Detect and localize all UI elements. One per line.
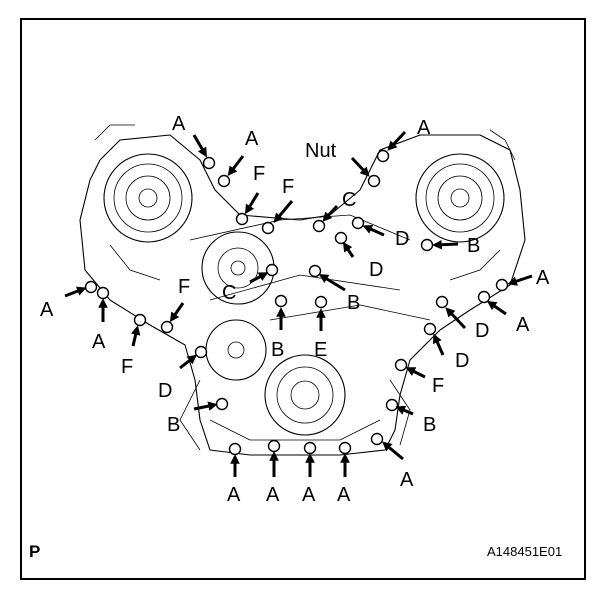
figure-code: A148451E01 — [487, 544, 562, 559]
bolt — [96, 286, 110, 300]
label-d: D — [158, 380, 172, 402]
arrow — [244, 192, 260, 215]
arrow — [64, 286, 87, 298]
bolt — [351, 216, 365, 230]
arrow — [432, 333, 445, 356]
label-a: A — [516, 314, 530, 336]
label-f: F — [178, 276, 190, 298]
arrow — [342, 241, 355, 258]
label-a: A — [400, 469, 414, 491]
bolt — [217, 174, 231, 188]
bolt — [334, 231, 348, 245]
bolt — [367, 174, 381, 188]
bolt — [235, 212, 249, 226]
arrow — [169, 302, 185, 323]
bolt — [338, 441, 352, 455]
bolt — [274, 294, 288, 308]
bolt — [202, 156, 216, 170]
arrow — [387, 130, 407, 151]
label-f: F — [253, 163, 265, 185]
label-a: A — [302, 484, 316, 506]
diagram-frame — [20, 18, 586, 580]
arrow — [432, 239, 459, 250]
label-f: F — [432, 375, 444, 397]
bolt — [267, 439, 281, 453]
label-d: D — [369, 259, 383, 281]
arrow — [486, 300, 507, 316]
bolt — [194, 345, 208, 359]
arrow — [322, 204, 339, 222]
label-c: C — [342, 189, 356, 211]
bolt — [435, 295, 449, 309]
bolt — [265, 263, 279, 277]
view-mark: P — [29, 542, 40, 561]
bolt — [228, 442, 242, 456]
bolts — [84, 149, 509, 456]
bolt — [160, 320, 174, 334]
bolt — [133, 313, 147, 327]
bolt — [423, 322, 437, 336]
bolt — [308, 264, 322, 278]
label-b: B — [423, 414, 436, 436]
arrow — [273, 200, 294, 223]
label-a: A — [417, 117, 431, 139]
arrows — [64, 130, 533, 477]
label-a: A — [536, 267, 550, 289]
arrow — [192, 134, 207, 158]
arrow — [507, 274, 533, 286]
bolt — [84, 280, 98, 294]
label-f: F — [282, 176, 294, 198]
label-c: C — [222, 282, 236, 304]
bolt — [495, 278, 509, 292]
bolt — [312, 219, 326, 233]
arrow — [249, 272, 269, 284]
label-a: A — [337, 484, 351, 506]
bolt — [215, 397, 229, 411]
label-a: A — [245, 128, 259, 150]
bolt-labels: A A Nut A F F C D B D A C F B A A D A F … — [40, 113, 550, 506]
arrow — [179, 354, 198, 370]
label-b: B — [467, 235, 480, 257]
arrow — [227, 155, 245, 177]
label-b: B — [347, 292, 360, 314]
label-d: D — [455, 350, 469, 372]
arrow — [382, 441, 404, 461]
arrow — [131, 325, 141, 347]
arrow — [405, 367, 426, 379]
bolt — [420, 238, 434, 252]
label-a: A — [40, 299, 54, 321]
bolt — [314, 295, 328, 309]
arrow — [318, 274, 346, 292]
arrow — [193, 401, 218, 411]
label-a: A — [227, 484, 241, 506]
bolt — [370, 432, 384, 446]
label-d: D — [395, 228, 409, 250]
label-b: B — [167, 414, 180, 436]
arrow — [445, 307, 467, 330]
label-a: A — [266, 484, 280, 506]
label-nut: Nut — [305, 140, 337, 162]
bolt — [394, 358, 408, 372]
arrow — [395, 405, 414, 416]
bolt — [385, 398, 399, 412]
engine-outline — [79, 124, 526, 456]
bolt — [477, 290, 491, 304]
bolt — [303, 441, 317, 455]
label-f: F — [121, 356, 133, 378]
label-a: A — [92, 331, 106, 353]
bolt — [376, 149, 390, 163]
label-e: E — [314, 339, 327, 361]
label-a: A — [172, 113, 186, 135]
arrow — [350, 156, 370, 177]
label-d: D — [475, 320, 489, 342]
bolt — [261, 221, 275, 235]
label-b: B — [271, 339, 284, 361]
arrow — [362, 224, 385, 237]
